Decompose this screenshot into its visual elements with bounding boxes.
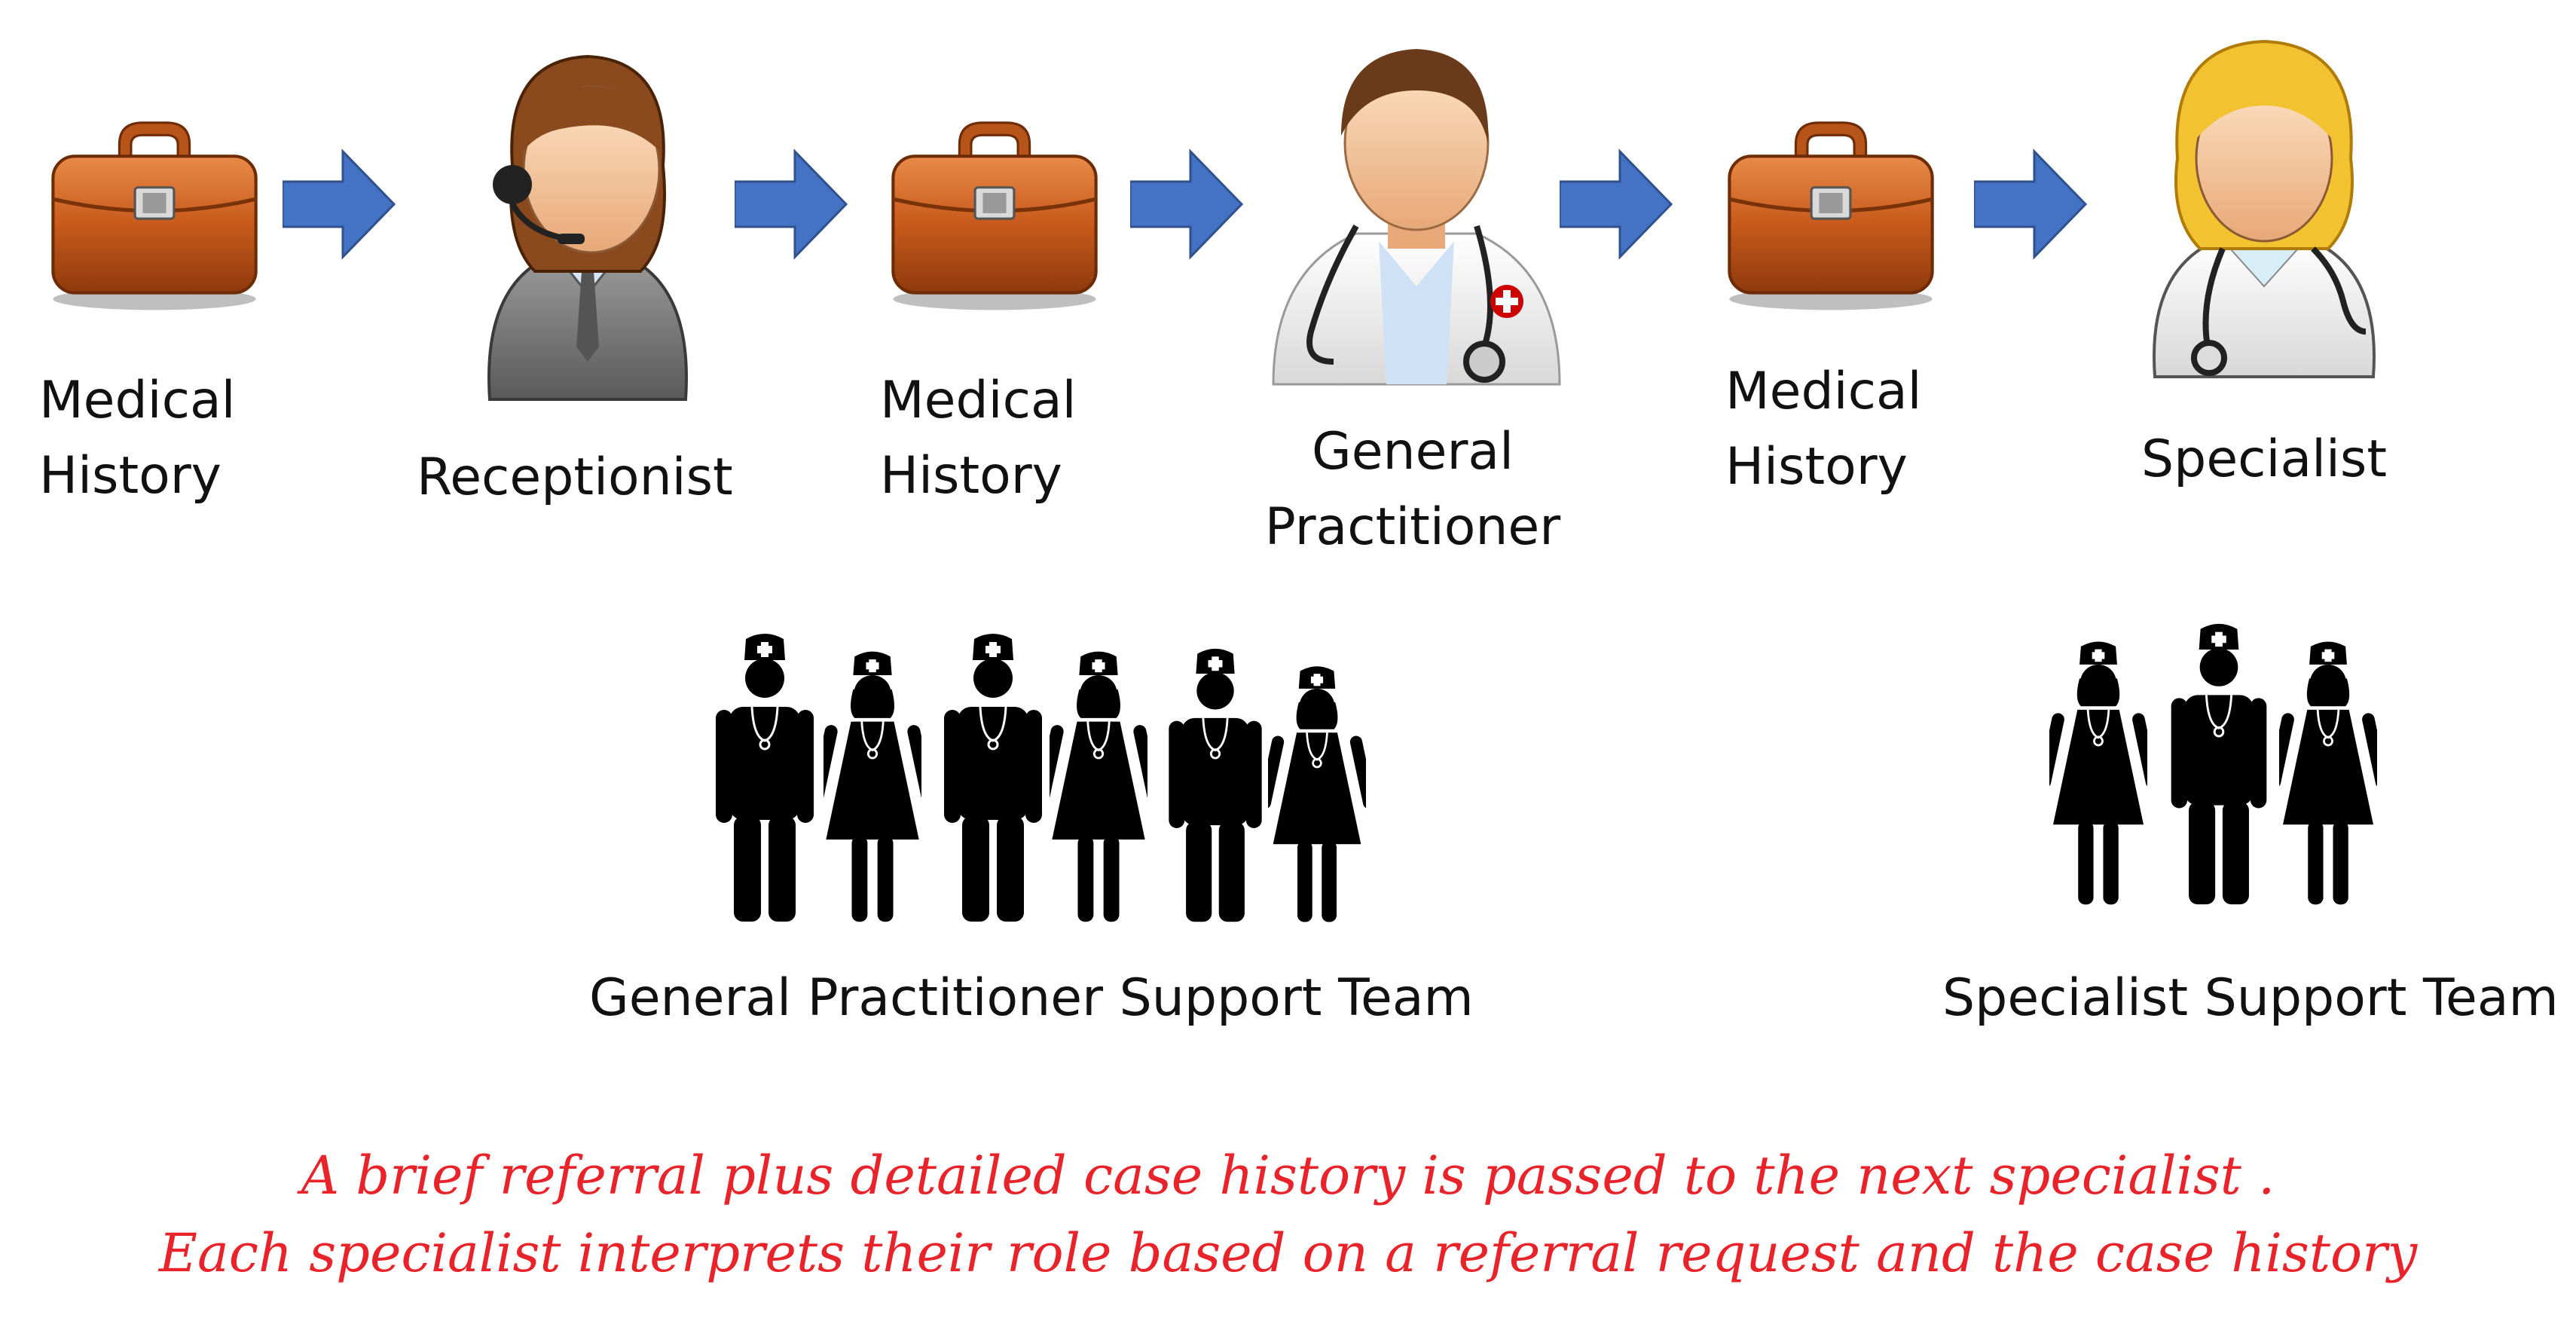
male-nurse-icon xyxy=(2170,622,2268,908)
flow-label-general-practitioner: General Practitioner xyxy=(1264,422,1561,557)
flow-label-receptionist: Receptionist xyxy=(417,448,733,507)
female-nurse-icon xyxy=(2049,637,2147,908)
female-nurse-icon xyxy=(1050,647,1147,925)
male-nurse-icon xyxy=(716,631,814,925)
doctor-stethoscope-icon xyxy=(1272,49,1561,386)
specialist-support-team-label: Specialist Support Team xyxy=(1942,968,2559,1028)
flow-label-medical-history-3: Medical History xyxy=(1725,362,1922,497)
female-nurse-icon xyxy=(1268,662,1366,925)
flow-label-medical-history-1: Medical History xyxy=(39,371,236,506)
briefcase-icon xyxy=(885,113,1104,316)
gp-support-team-label: General Practitioner Support Team xyxy=(589,968,1474,1028)
receptionist-headset-icon xyxy=(487,54,688,401)
specialist-doctor-icon xyxy=(2153,39,2376,378)
male-nurse-icon xyxy=(944,631,1042,925)
female-nurse-icon xyxy=(824,647,921,925)
briefcase-icon xyxy=(1722,113,1940,316)
referral-note-line-1: A brief referral plus detailed case hist… xyxy=(301,1145,2275,1206)
right-arrow-icon xyxy=(1974,148,2087,261)
right-arrow-icon xyxy=(1130,148,1243,261)
flow-label-medical-history-2: Medical History xyxy=(880,371,1077,506)
right-arrow-icon xyxy=(1560,148,1673,261)
flow-label-specialist: Specialist xyxy=(2141,430,2387,489)
right-arrow-icon xyxy=(283,148,396,261)
right-arrow-icon xyxy=(735,148,848,261)
referral-note-line-2: Each specialist interprets their role ba… xyxy=(158,1222,2418,1284)
female-nurse-icon xyxy=(2279,637,2377,908)
briefcase-icon xyxy=(45,113,264,316)
male-nurse-icon xyxy=(1166,647,1264,925)
